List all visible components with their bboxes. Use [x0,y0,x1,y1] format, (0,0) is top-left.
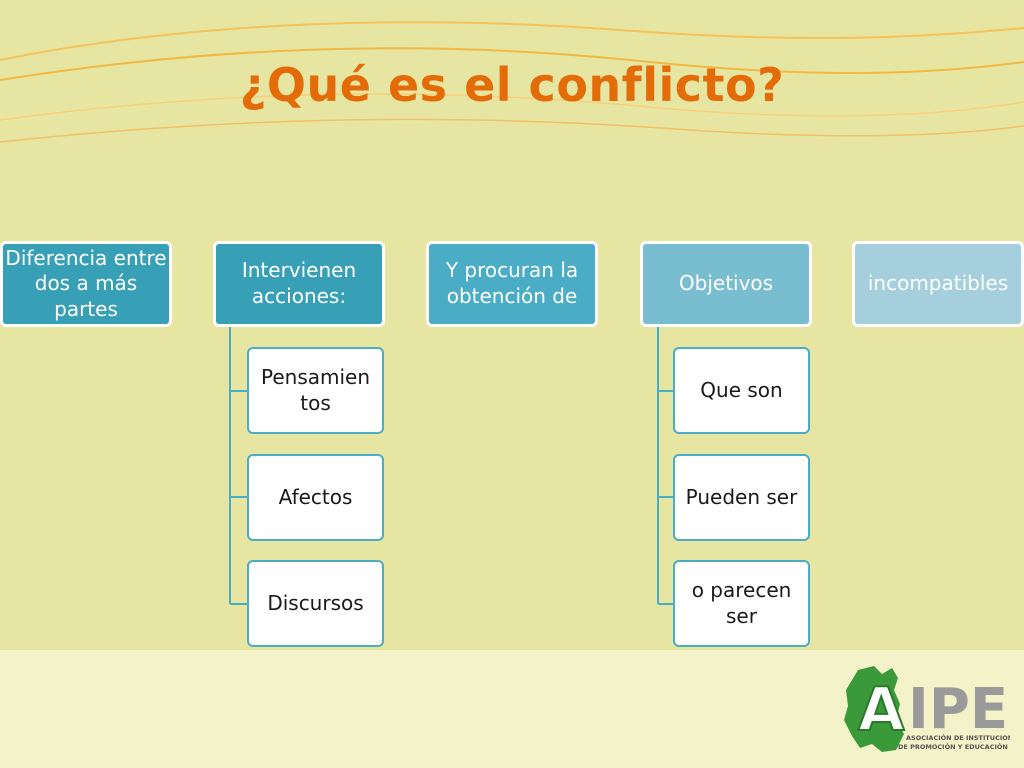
child-afectos: Afectos [247,454,384,541]
node-objetivos: Objetivos [640,241,812,327]
slide-title: ¿Qué es el conflicto? [239,58,785,112]
node-incompatibles: incompatibles [852,241,1024,327]
child-pensamientos: Pensamien tos [247,347,384,434]
child-pueden-ser: Pueden ser [673,454,810,541]
child-que-son: Que son [673,347,810,434]
node-diferencia: Diferencia entre dos a más partes [0,241,172,327]
svg-text:ASOCIACIÓN DE INSTITUCIONES: ASOCIACIÓN DE INSTITUCIONES [906,733,1010,742]
child-discursos: Discursos [247,560,384,647]
child-o-parecen-ser: o parecen ser [673,560,810,647]
node-procuran-obtencion: Y procuran la obtención de [426,241,598,327]
svg-text:A: A [858,675,905,745]
svg-text:IPE: IPE [908,677,1008,742]
node-intervienen-acciones: Intervienen acciones: [213,241,385,327]
decorative-waves [0,21,1024,143]
svg-text:DE PROMOCIÓN Y EDUCACIÓN: DE PROMOCIÓN Y EDUCACIÓN [898,742,1008,751]
aipe-logo: A IPE ASOCIACIÓN DE INSTITUCIONES DE PRO… [844,666,1010,752]
